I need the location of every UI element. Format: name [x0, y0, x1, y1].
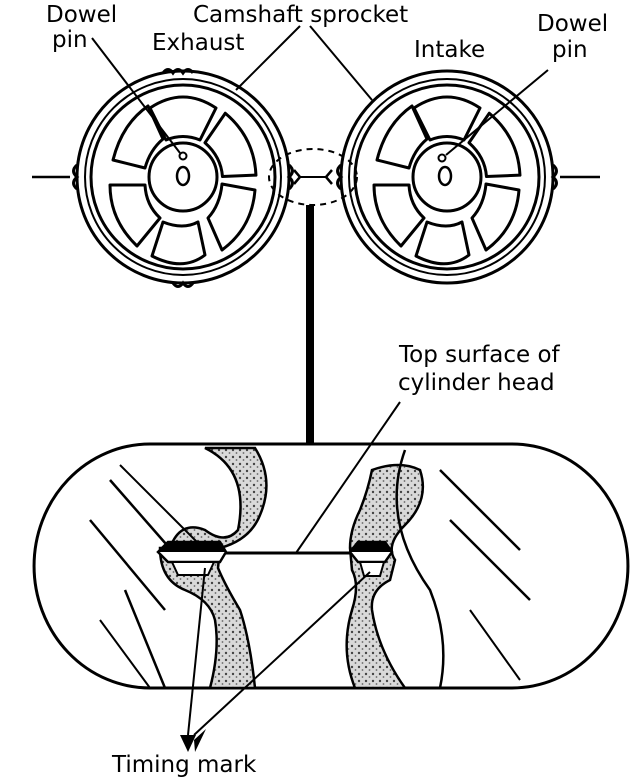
timing-mark-arrow-right [194, 729, 206, 752]
label-intake: Intake [414, 37, 485, 63]
label-top-surface-2: cylinder head [398, 370, 555, 396]
label-exhaust: Exhaust [152, 30, 244, 56]
label-camshaft-sprocket: Camshaft sprocket [193, 2, 408, 28]
cylinder-head-detail [32, 442, 630, 690]
intake-sprocket [336, 69, 600, 285]
label-dowel-pin-left-2: pin [52, 27, 88, 53]
label-dowel-pin-left-1: Dowel [46, 2, 117, 28]
timing-mark-arrow-left [180, 735, 196, 752]
timing-mark-left [156, 540, 228, 576]
leader-lines-top [91, 25, 549, 156]
detail-arrow [299, 205, 321, 480]
label-top-surface-1: Top surface of [398, 342, 561, 368]
label-dowel-pin-right-2: pin [552, 37, 588, 63]
leader-lines-bottom [187, 401, 401, 736]
label-timing-mark: Timing mark [111, 752, 257, 778]
label-dowel-pin-right-1: Dowel [537, 11, 608, 37]
exhaust-sprocket [32, 68, 294, 288]
